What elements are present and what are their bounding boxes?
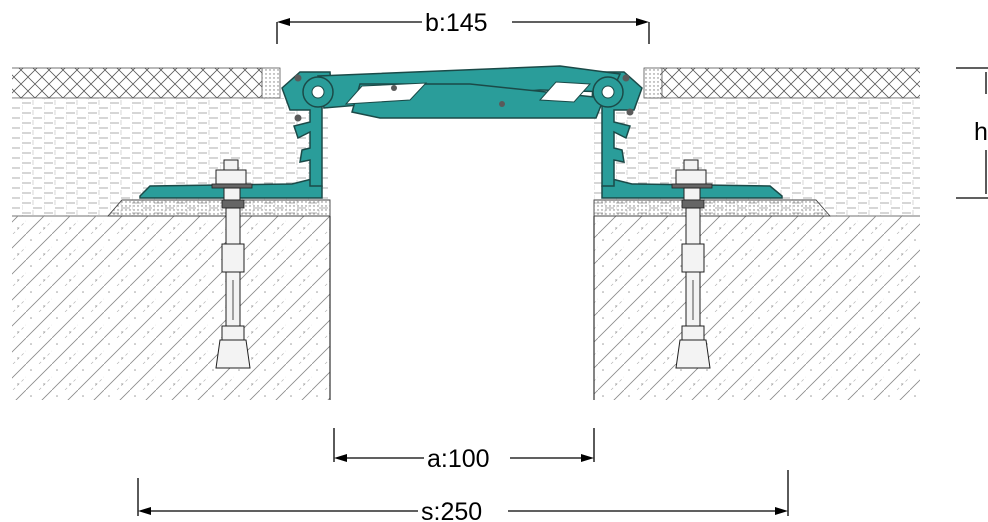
- mortar-bed-right: [593, 199, 831, 217]
- anchor-bolt-left: [211, 159, 253, 369]
- anchor-bolt-right: [671, 159, 713, 369]
- pavement-layer-left: [12, 67, 262, 99]
- dimension-h-label: h: [974, 118, 988, 146]
- sealant-left: [261, 67, 281, 99]
- concrete-right: [593, 216, 920, 400]
- dimension-b: b:145: [276, 9, 650, 44]
- mortar-bed-left: [107, 199, 331, 217]
- dimension-s: s:250: [137, 470, 789, 522]
- rivets: [294, 74, 634, 122]
- dimension-h: h: [956, 67, 988, 199]
- pavement-layer-right: [660, 67, 920, 99]
- dimension-b-label: b:145: [425, 9, 488, 37]
- plate-slot-left: [344, 82, 428, 105]
- sealant-right: [643, 67, 663, 99]
- dimension-a: a:100: [333, 428, 595, 473]
- hinge-left: [302, 76, 334, 108]
- plate-slot-right: [538, 81, 592, 103]
- dimension-a-label: a:100: [427, 445, 490, 473]
- hinge-right: [592, 76, 624, 108]
- concrete-left: [12, 216, 331, 400]
- dimension-s-label: s:250: [421, 498, 482, 522]
